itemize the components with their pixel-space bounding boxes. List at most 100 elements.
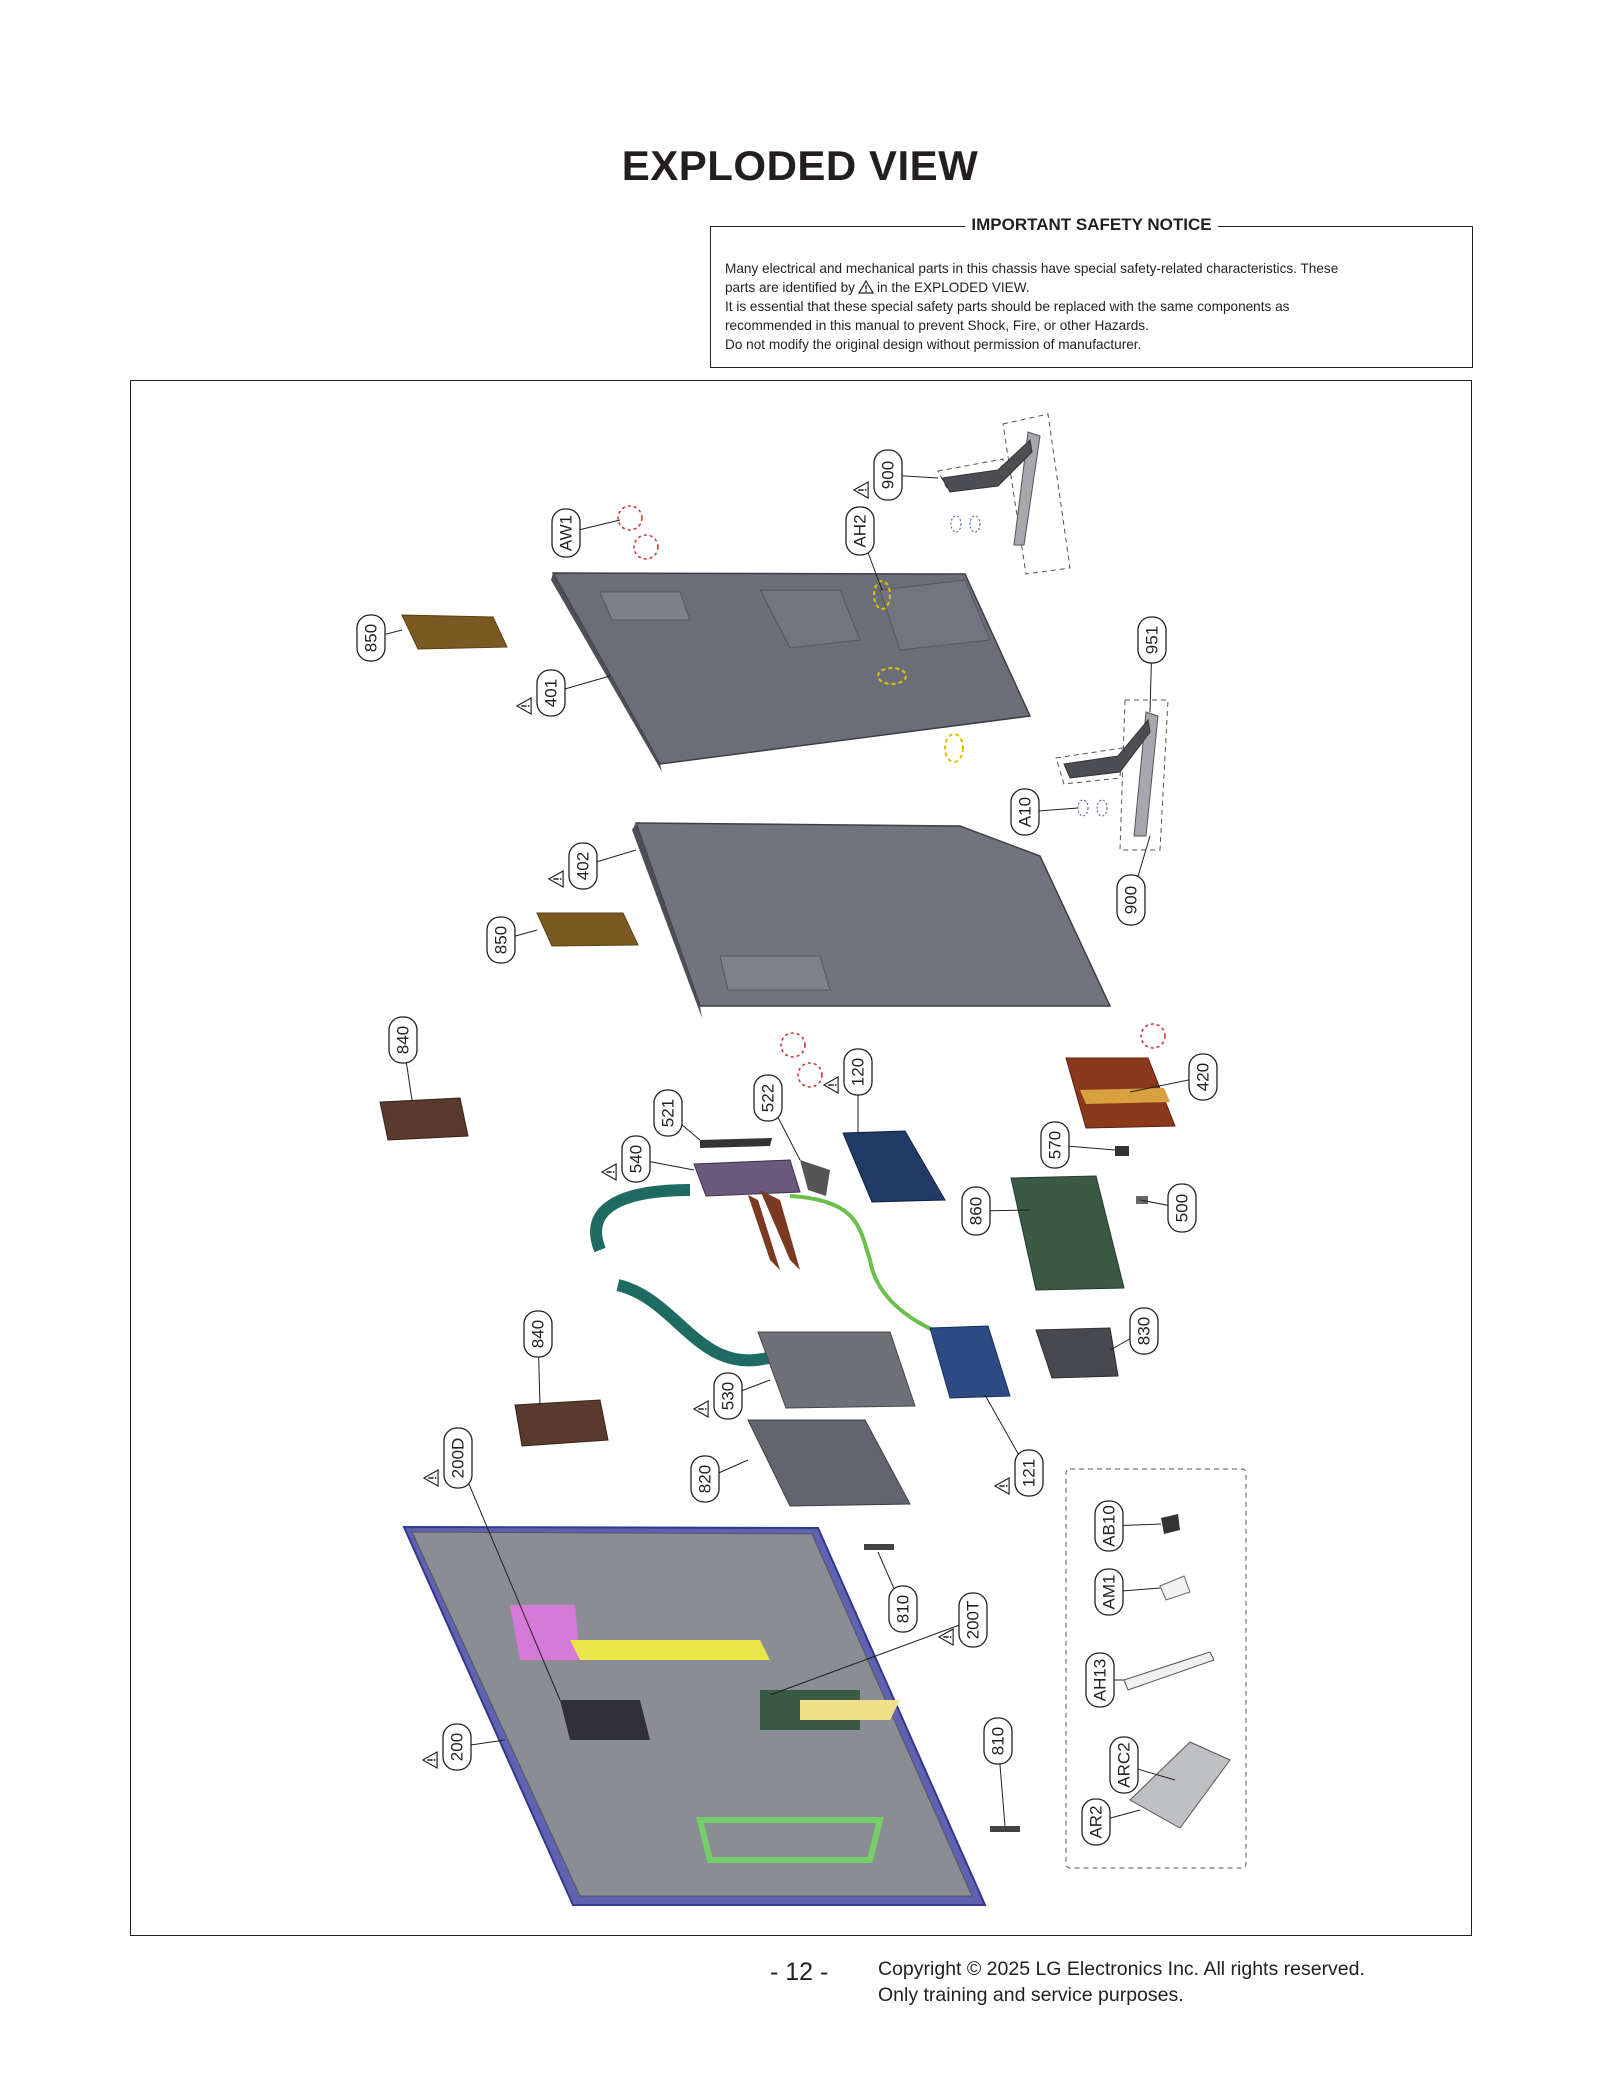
warning-triangle-icon: [423, 1469, 439, 1487]
part-label-pill: [653, 1089, 683, 1137]
part-label-pill: [888, 1585, 918, 1633]
stand-bracket-951: [1055, 699, 1169, 851]
pad-840-top: [379, 1097, 469, 1141]
part-label-pill: [961, 1186, 991, 1236]
leader-line: [457, 1457, 561, 1701]
part-label-pill: [1137, 616, 1167, 664]
part-label-pill: [1094, 1568, 1124, 1616]
rear-panel-402: [632, 822, 1112, 1018]
notice-line: Many electrical and mechanical parts in …: [725, 261, 1339, 276]
part-label-pill: [713, 1372, 743, 1420]
copyright-notice: Copyright © 2025 LG Electronics Inc. All…: [878, 1958, 1365, 2006]
part-label-pill: [1040, 1121, 1070, 1169]
part-label-pill: [845, 506, 875, 556]
part-label-pill: [568, 842, 598, 890]
warning-triangle-icon: [693, 1400, 709, 1418]
part-570: [1115, 1146, 1129, 1156]
part-label: AB10: [1100, 1505, 1119, 1547]
part-label: 900: [879, 461, 898, 489]
part-label-pill: [958, 1592, 988, 1648]
part-label-pill: [443, 1427, 473, 1489]
notice-line: It is essential that these special safet…: [725, 299, 1290, 314]
safety-notice-box: IMPORTANT SAFETY NOTICE Many electrical …: [710, 215, 1473, 368]
part-label: 830: [1135, 1317, 1154, 1345]
part-label: ARC2: [1115, 1742, 1134, 1787]
pad-850-mid: [536, 912, 639, 947]
part-810-top: [864, 1544, 894, 1550]
part-label-pill: [356, 614, 386, 662]
part-label: 521: [659, 1099, 678, 1127]
part-label-pill: [1085, 1652, 1115, 1708]
part-label-pill: [621, 1135, 651, 1183]
part-label: 570: [1046, 1131, 1065, 1159]
part-label: A10: [1016, 797, 1035, 827]
pad-850-top: [401, 614, 508, 650]
warning-triangle-icon: [857, 280, 874, 294]
part-label: 900: [1122, 886, 1141, 914]
notice-line: recommended in this manual to prevent Sh…: [725, 318, 1149, 333]
safety-notice-text: Many electrical and mechanical parts in …: [725, 259, 1458, 354]
part-label: AR2: [1087, 1805, 1106, 1838]
part-label-pill: [1081, 1798, 1111, 1846]
part-label: 121: [1020, 1459, 1039, 1487]
pad-840-bottom: [514, 1399, 609, 1447]
part-label: 540: [627, 1145, 646, 1173]
part-label-pill: [1010, 788, 1040, 836]
warning-triangle-icon: [601, 1163, 617, 1181]
notice-line: Do not modify the original design withou…: [725, 337, 1142, 352]
part-810-bottom: [990, 1826, 1020, 1832]
display-panel-200: [402, 1525, 987, 1906]
accessories-box: [1065, 1468, 1247, 1869]
part-label: AH13: [1091, 1659, 1110, 1702]
part-label: 810: [989, 1727, 1008, 1755]
part-label: 401: [542, 679, 561, 707]
part-label: 530: [719, 1382, 738, 1410]
part-label: 402: [574, 852, 593, 880]
part-label: 951: [1143, 626, 1162, 654]
safety-notice-heading: IMPORTANT SAFETY NOTICE: [965, 215, 1218, 234]
part-label-pill: [1014, 1449, 1044, 1497]
warning-triangle-icon: [823, 1076, 839, 1094]
remote-control-arc2: [1129, 1741, 1231, 1829]
part-830: [1035, 1327, 1119, 1379]
part-ab10: [1161, 1514, 1180, 1534]
part-label: AM1: [1100, 1575, 1119, 1610]
part-label-pill: [753, 1074, 783, 1122]
board-121: [929, 1325, 1011, 1399]
warning-triangle-icon: [548, 870, 564, 888]
part-label: 850: [492, 926, 511, 954]
part-am1: [1159, 1575, 1191, 1601]
part-label: 850: [362, 624, 381, 652]
board-120: [842, 1130, 946, 1203]
part-label: 200: [448, 1733, 467, 1761]
part-label: 860: [967, 1197, 986, 1225]
part-label: 522: [759, 1084, 778, 1112]
sheet-820: [747, 1419, 911, 1507]
back-cover-401: [551, 572, 1032, 772]
part-label: 500: [1173, 1194, 1192, 1222]
part-label-pill: [388, 1016, 418, 1064]
part-label-pill: [536, 669, 566, 717]
frame-860: [1010, 1175, 1125, 1291]
stand-bracket-900: [937, 413, 1071, 575]
part-label-pill: [551, 508, 581, 558]
part-label: 420: [1194, 1063, 1213, 1091]
page-number: - 12 -: [770, 1958, 829, 1986]
part-label: 840: [529, 1320, 548, 1348]
part-label-pill: [1116, 874, 1146, 926]
part-label-pill: [1109, 1736, 1139, 1794]
part-label: AH2: [851, 514, 870, 547]
part-label-pill: [690, 1455, 720, 1503]
part-label: AW1: [557, 515, 576, 551]
part-label-pill: [1094, 1500, 1124, 1552]
part-label-pill: [442, 1723, 472, 1771]
part-label-group: 900AH2AW1850401951A104029008508405215221…: [356, 449, 1218, 1846]
part-label: 120: [849, 1058, 868, 1086]
part-label-pill: [873, 449, 903, 501]
part-label-pill: [843, 1048, 873, 1096]
part-label: 200D: [449, 1438, 468, 1479]
part-ah13: [1123, 1651, 1215, 1691]
warning-triangle-icon: [422, 1751, 438, 1769]
part-label-pill: [486, 916, 516, 964]
